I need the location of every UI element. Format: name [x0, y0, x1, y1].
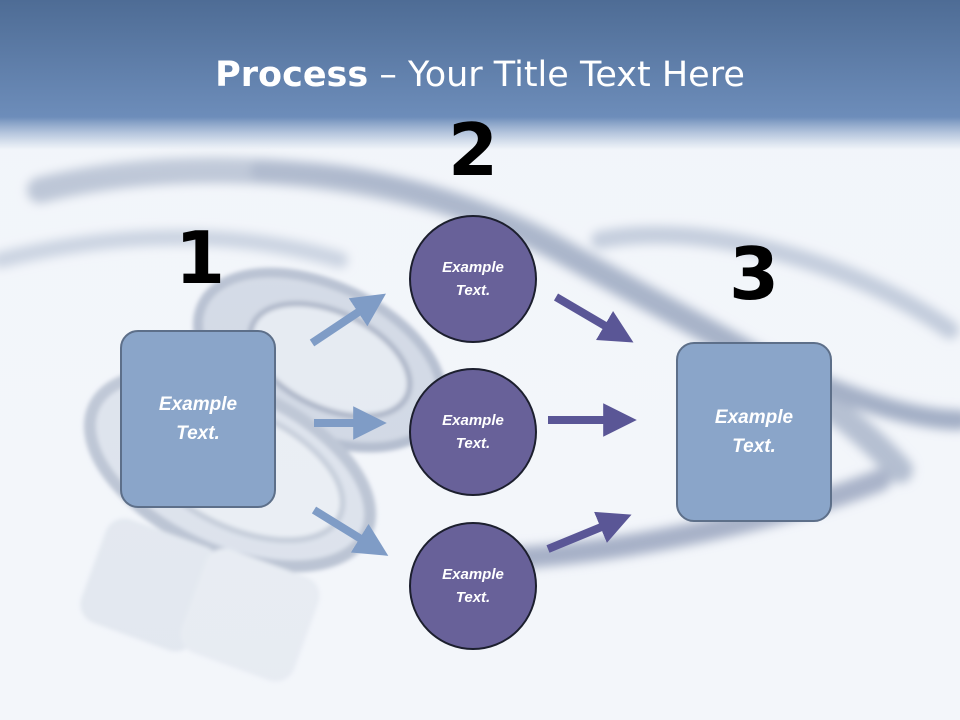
circle-middle-label: Example Text.: [442, 412, 504, 452]
title-rest: – Your Title Text Here: [368, 55, 745, 95]
input-box-label: Example Text.: [158, 394, 238, 444]
output-box-label: Example Text.: [714, 407, 794, 457]
slide-title: Process – Your Title Text Here: [0, 54, 960, 96]
input-box: Example Text.: [120, 330, 276, 508]
title-banner: [0, 0, 960, 150]
circle-middle: Example Text.: [409, 368, 537, 496]
circle-top-label: Example Text.: [442, 259, 504, 299]
output-box: Example Text.: [676, 342, 832, 522]
right-arrow-down: [553, 293, 634, 343]
step-number-2: 2: [447, 108, 499, 192]
left-arrow-up: [309, 293, 386, 347]
circle-top: Example Text.: [409, 215, 537, 343]
circle-bottom: Example Text.: [409, 522, 537, 650]
circle-bottom-label: Example Text.: [442, 566, 504, 606]
right-arrow-up: [546, 511, 632, 553]
title-bold: Process: [215, 55, 369, 95]
left-arrow-down: [311, 506, 389, 556]
step-number-1: 1: [174, 216, 226, 300]
step-number-3: 3: [728, 232, 780, 316]
